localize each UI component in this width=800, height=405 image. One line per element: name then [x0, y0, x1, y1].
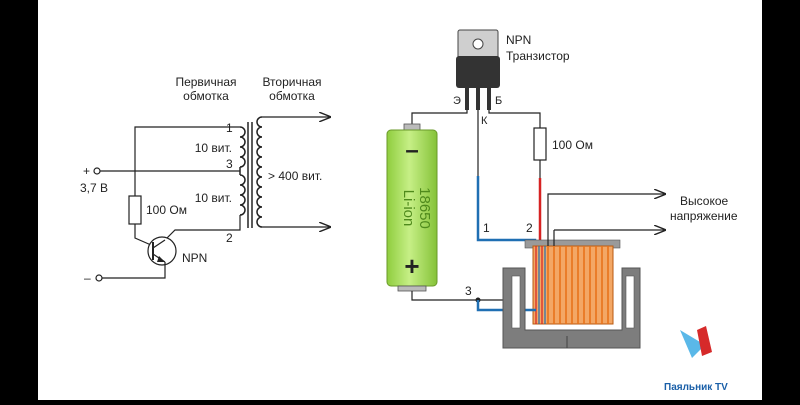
left-schematic: Первичная обмотка Вторичная обмотка 1 3 … [80, 75, 330, 285]
diagram-svg: Первичная обмотка Вторичная обмотка 1 3 … [80, 29, 738, 393]
plus-sign: + [83, 164, 90, 178]
wire-3-label: 3 [465, 284, 472, 298]
transistor-label: Транзистор [506, 49, 570, 63]
diagram-panel: Первичная обмотка Вторичная обмотка 1 3 … [38, 0, 762, 400]
right-resistor [533, 127, 547, 161]
minus-sign: – [84, 271, 91, 285]
npn-label: NPN [506, 33, 531, 47]
pin-k-label: К [481, 115, 488, 127]
left-npn-label: NPN [182, 251, 207, 265]
watermark-logo: Паяльник TV [664, 326, 728, 393]
battery-plus: + [404, 251, 419, 281]
coil-winding [530, 245, 614, 325]
plus-terminal [93, 167, 101, 175]
left-resistor [128, 195, 142, 225]
tap-2-label: 2 [226, 231, 233, 245]
battery-type: Li-ion [400, 190, 417, 227]
secondary-label-line2: обмотка [269, 89, 315, 103]
minus-terminal [95, 274, 103, 282]
voltage-label: 3,7 В [80, 181, 108, 195]
battery-18650: – + Li-ion 18650 [386, 123, 438, 292]
pin-e-label: Э [453, 95, 461, 107]
battery-model: 18650 [416, 187, 433, 229]
right-schematic: NPN Транзистор Э К Б 100 Ом – + Li-ion 1… [386, 29, 738, 349]
primary-label-line2: обмотка [183, 89, 229, 103]
left-npn-transistor [147, 236, 177, 266]
tap-1-label: 1 [226, 121, 233, 135]
left-resistor-label: 100 Ом [146, 203, 187, 217]
wire-2-label: 2 [526, 221, 533, 235]
ferrite-core [502, 239, 641, 349]
high-voltage-line2: напряжение [670, 209, 738, 223]
secondary-coil [256, 116, 263, 228]
right-resistor-label: 100 Ом [552, 138, 593, 152]
primary-coil [239, 126, 246, 216]
primary-label-line1: Первичная [175, 75, 236, 89]
high-voltage-line1: Высокое [680, 194, 728, 208]
turns-bottom-label: 10 вит. [195, 191, 232, 205]
turns-top-label: 10 вит. [195, 141, 232, 155]
to220-transistor [456, 29, 500, 110]
secondary-label-line1: Вторичная [262, 75, 321, 89]
tap-3-label: 3 [226, 157, 233, 171]
wire-1-label: 1 [483, 221, 490, 235]
watermark-brand: Паяльник TV [664, 382, 728, 393]
wire-1-blue [476, 176, 537, 250]
battery-minus: – [405, 137, 418, 164]
turns-secondary-label: > 400 вит. [268, 169, 322, 183]
pin-b-label: Б [495, 95, 502, 107]
